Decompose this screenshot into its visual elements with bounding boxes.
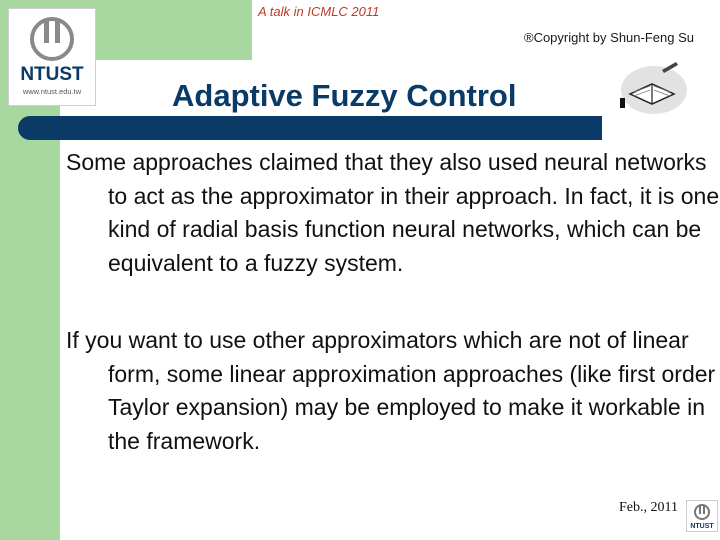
bullet-text-2: If you want to use other approximators w… bbox=[66, 327, 716, 454]
book-icon bbox=[614, 56, 690, 121]
ntust-logo-icon: NTUST www.ntust.edu.tw bbox=[8, 8, 96, 106]
copyright-text: ®Copyright by Shun-Feng Su bbox=[523, 30, 694, 45]
footer-date: Feb., 2011 bbox=[619, 500, 678, 515]
small-logo-name: NTUST bbox=[690, 523, 714, 530]
logo-name: NTUST bbox=[20, 64, 84, 85]
bullet-text-1: Some approaches claimed that they also u… bbox=[66, 149, 720, 276]
logo-url: www.ntust.edu.tw bbox=[22, 87, 82, 96]
title-underline-bar bbox=[18, 116, 602, 140]
ntust-small-logo-icon: NTUST bbox=[686, 500, 718, 532]
talk-label: A talk in ICMLC 2011 bbox=[258, 4, 380, 19]
slide-title: Adaptive Fuzzy Control bbox=[172, 78, 517, 113]
